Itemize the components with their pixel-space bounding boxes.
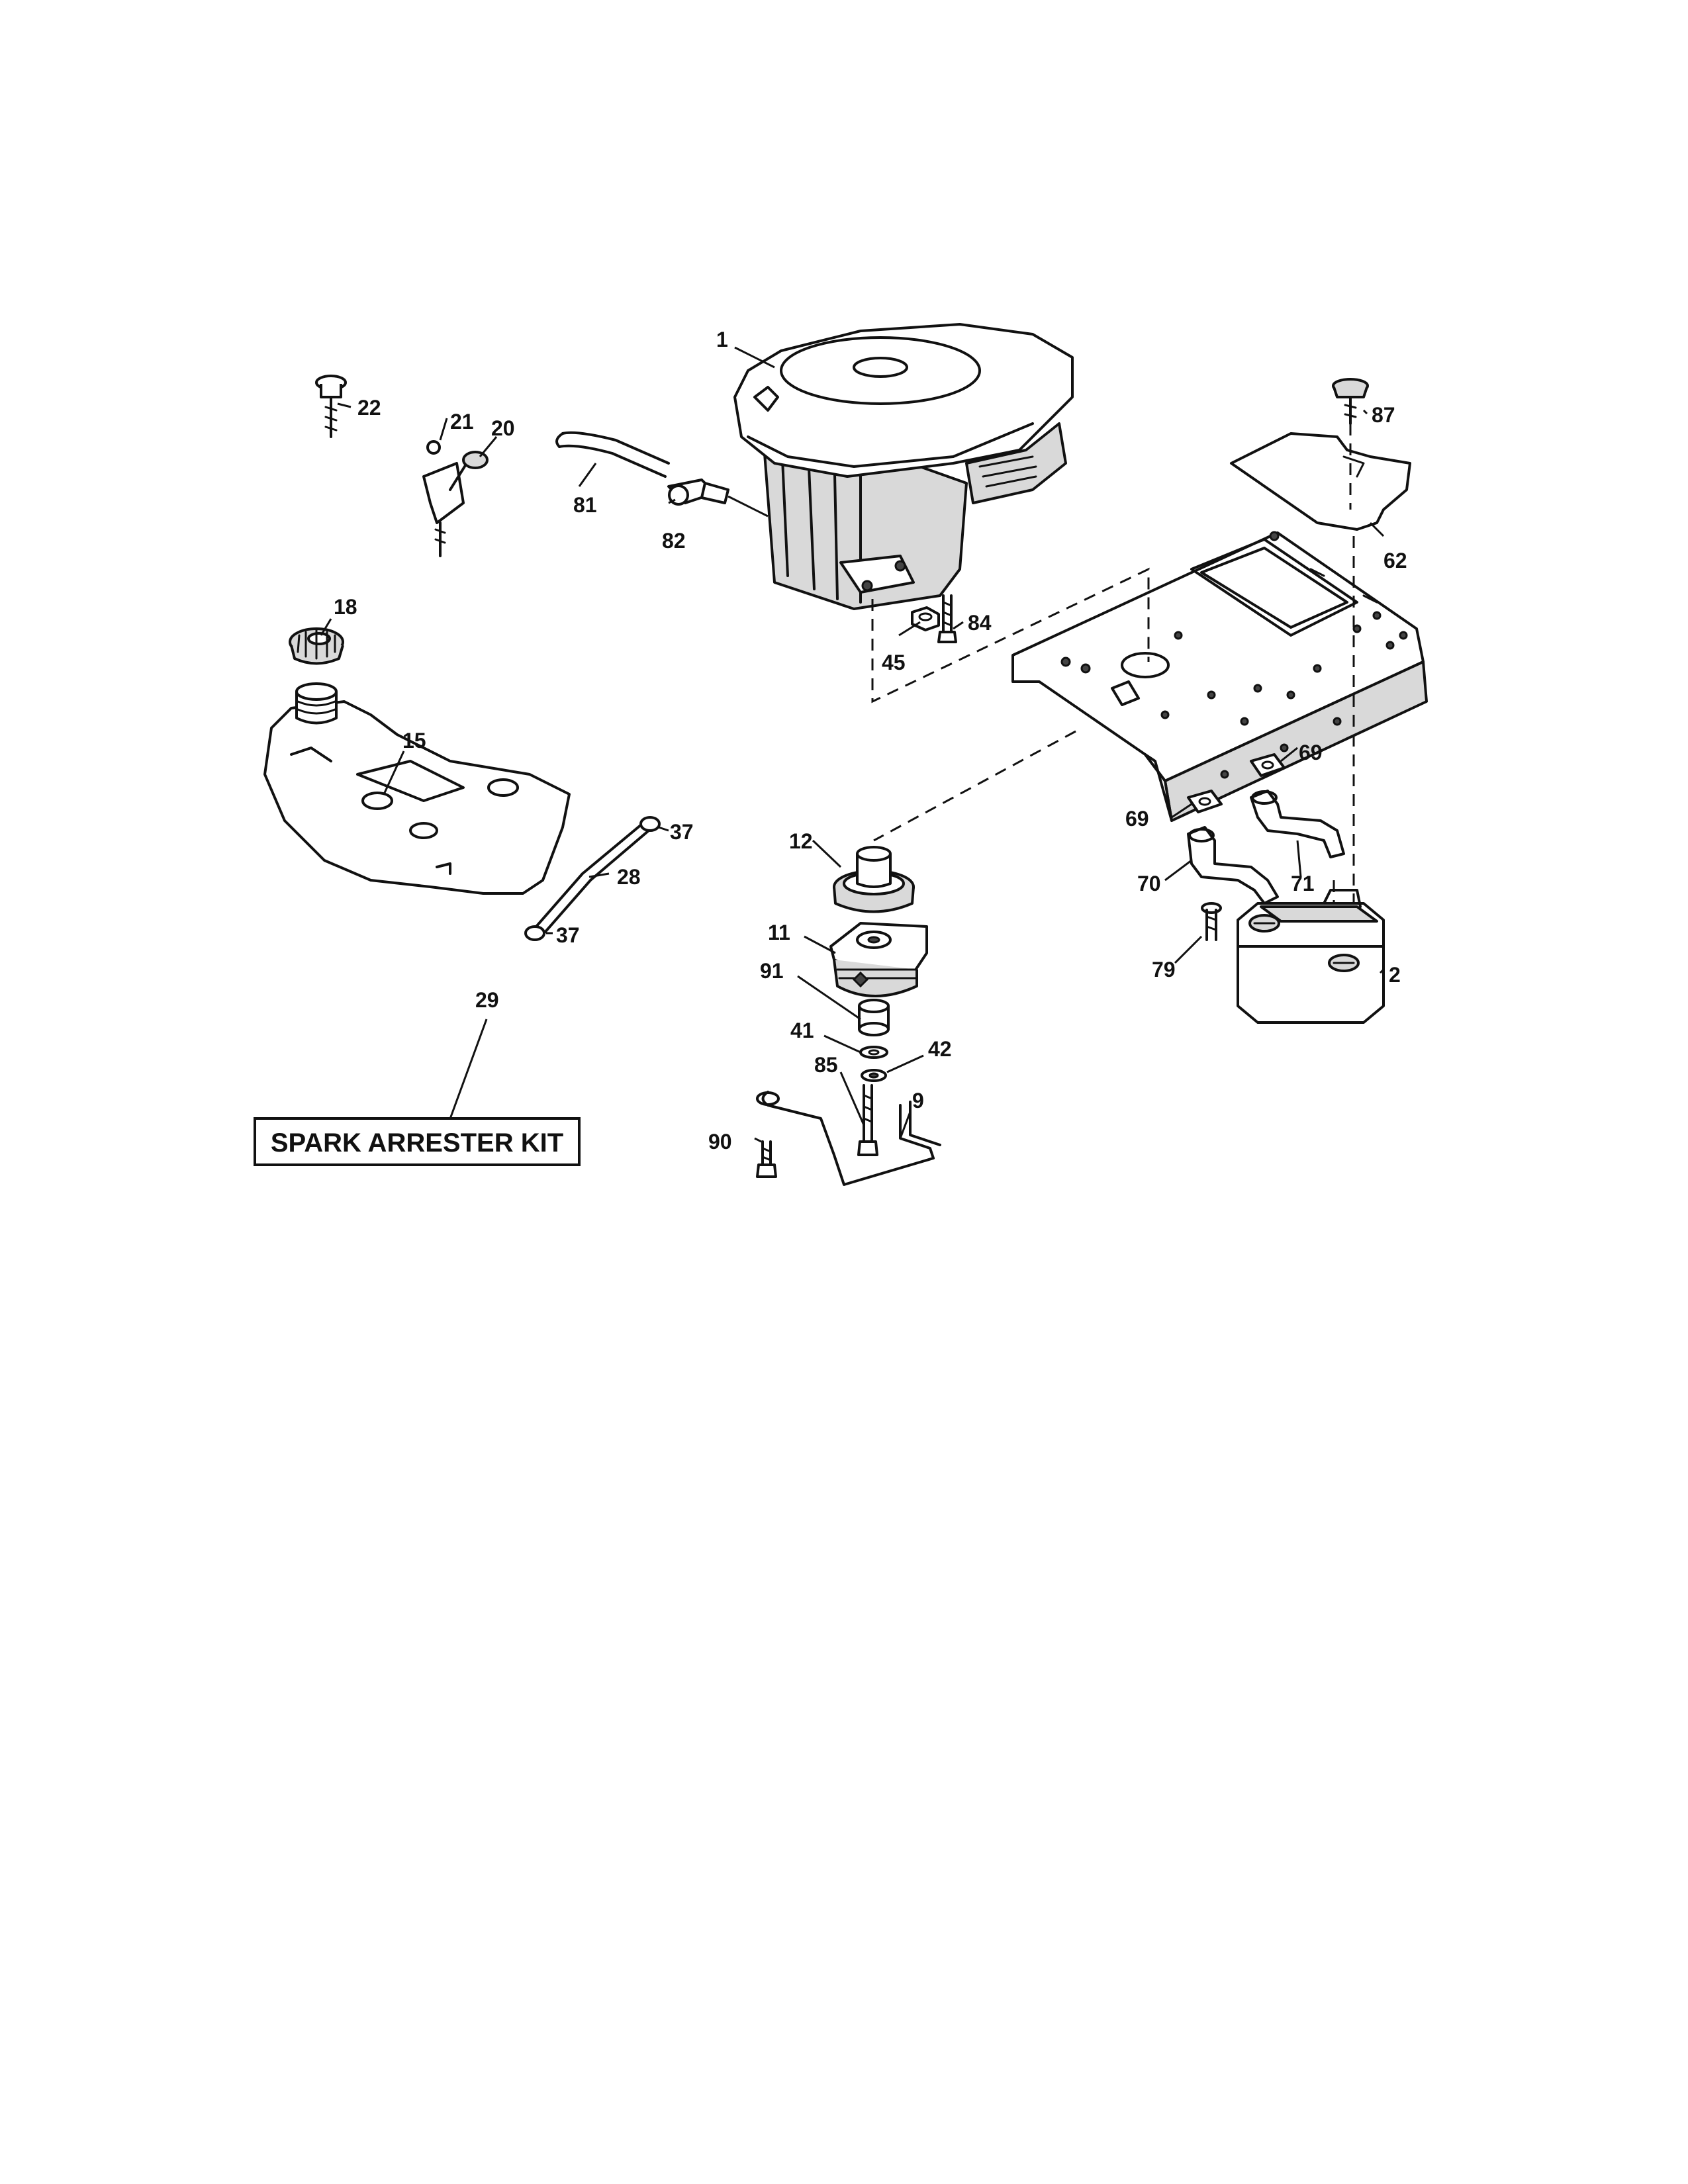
callout-28: 28 (617, 865, 641, 889)
nut-45-part (911, 606, 940, 631)
spacer-91-part (858, 999, 890, 1036)
callout-85: 85 (814, 1053, 838, 1077)
callout-29: 29 (475, 988, 499, 1012)
callout-62: 62 (1383, 549, 1407, 572)
frame-plate-part (1011, 531, 1428, 822)
spark-arrester-kit: SPARK ARRESTER KIT (254, 1117, 581, 1166)
exhaust-pipe-71-part (1250, 790, 1345, 858)
callout-42: 42 (928, 1037, 952, 1061)
fuel-tank-part (263, 682, 571, 895)
callout-37-lower: 37 (556, 923, 580, 947)
callout-22: 22 (357, 396, 381, 420)
leader-lines (320, 346, 1385, 1156)
engine-part (733, 323, 1074, 610)
callout-41: 41 (790, 1019, 814, 1042)
callout-87: 87 (1372, 403, 1395, 427)
bolt-85-part (857, 1084, 878, 1156)
throttle-knob-part (315, 375, 347, 438)
shield-plate-part (1230, 432, 1411, 531)
callout-2: 2 (1389, 963, 1401, 987)
callout-71: 71 (1291, 872, 1315, 895)
callout-11: 11 (768, 921, 790, 944)
callout-18: 18 (334, 595, 357, 619)
exhaust-pipe-70-part (1187, 826, 1279, 905)
pulley-part (833, 846, 915, 913)
assembly-dashed-lines (871, 424, 1355, 927)
knob-87-part (1332, 378, 1369, 425)
fuel-line-part (555, 431, 670, 478)
callout-79: 79 (1152, 958, 1176, 981)
callout-82: 82 (662, 529, 686, 553)
throttle-control-part (422, 440, 489, 557)
callout-1: 1 (716, 328, 728, 351)
washer-42-part (861, 1069, 887, 1082)
callout-70: 70 (1137, 872, 1161, 895)
callout-37-upper: 37 (670, 820, 694, 844)
callout-69-left: 69 (1125, 807, 1149, 831)
callout-45: 45 (882, 651, 906, 674)
washer-41-part (859, 1046, 888, 1059)
callout-84: 84 (968, 611, 992, 635)
bolt-90-part (756, 1140, 777, 1178)
spark-arrester-kit-label: SPARK ARRESTER KIT (271, 1128, 563, 1158)
muffler-part (1237, 889, 1385, 1024)
bolt-79-part (1201, 902, 1222, 941)
fuel-cap-part (289, 627, 344, 665)
callout-12: 12 (789, 829, 813, 853)
hose-clamp-lower-part (524, 925, 545, 941)
callout-69-right: 69 (1299, 741, 1323, 764)
callout-91: 91 (760, 959, 784, 983)
callout-81: 81 (573, 493, 597, 517)
fuel-filter-part (667, 478, 769, 518)
callout-20: 20 (491, 416, 515, 440)
clutch-part (829, 922, 928, 997)
hose-clamp-upper-part (639, 816, 661, 832)
callout-15: 15 (402, 729, 426, 752)
callout-90: 90 (708, 1130, 732, 1154)
callout-9: 9 (912, 1089, 924, 1113)
fuel-hose-part (535, 823, 650, 934)
spark-arrester-kit-box (254, 1117, 581, 1166)
gasket-69-right-part (1250, 753, 1286, 777)
callout-21: 21 (450, 410, 474, 433)
gasket-69-left-part (1187, 790, 1223, 813)
bolt-84-part (937, 594, 957, 643)
